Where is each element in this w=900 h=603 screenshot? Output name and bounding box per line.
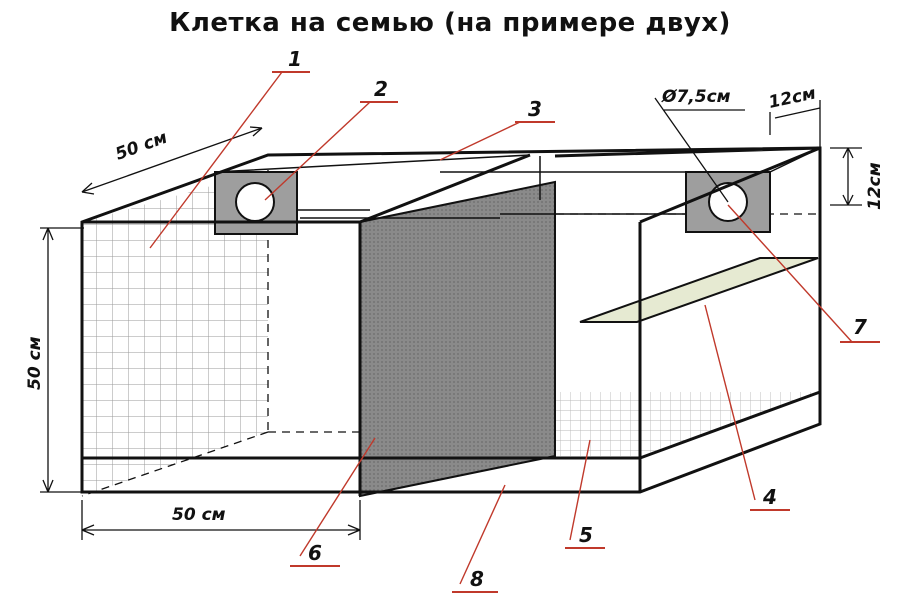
dimension-lines	[40, 97, 862, 540]
callout-8: 8	[470, 567, 484, 591]
leader-2	[264, 101, 371, 201]
callout-3: 3	[528, 97, 542, 121]
leader-1	[149, 71, 283, 249]
dim-top-depth: 50 см	[113, 128, 170, 165]
callout-4: 4	[762, 485, 777, 509]
leader-8	[459, 484, 506, 585]
nest-hole-left	[235, 182, 275, 222]
callout-7: 7	[853, 315, 867, 339]
top-inner-edges	[214, 147, 821, 200]
leader-4	[704, 304, 756, 501]
leader-6	[299, 437, 376, 557]
callout-2: 2	[374, 77, 388, 101]
dim-bottom-width: 50 см	[172, 505, 226, 525]
callout-6: 6	[308, 541, 322, 565]
dim-nest-height: 12см	[865, 162, 885, 210]
partition-panel	[359, 180, 556, 498]
nest-tube	[297, 171, 686, 219]
dim-nest-depth: 12см	[767, 83, 818, 112]
left-mesh-wall	[82, 170, 268, 496]
dim-hole-diameter: Ø7,5см	[661, 87, 731, 107]
callout-underlines	[272, 71, 880, 593]
dim-front-height: 50 см	[25, 336, 45, 390]
leader-5	[569, 439, 591, 541]
shelf	[579, 257, 819, 323]
cage-frame	[80, 146, 822, 496]
callout-1: 1	[288, 47, 302, 71]
leader-7	[727, 204, 853, 343]
diagram-title: Клетка на семью (на примере двух)	[169, 8, 731, 38]
leader-3	[439, 121, 521, 161]
callout-5: 5	[579, 523, 593, 547]
